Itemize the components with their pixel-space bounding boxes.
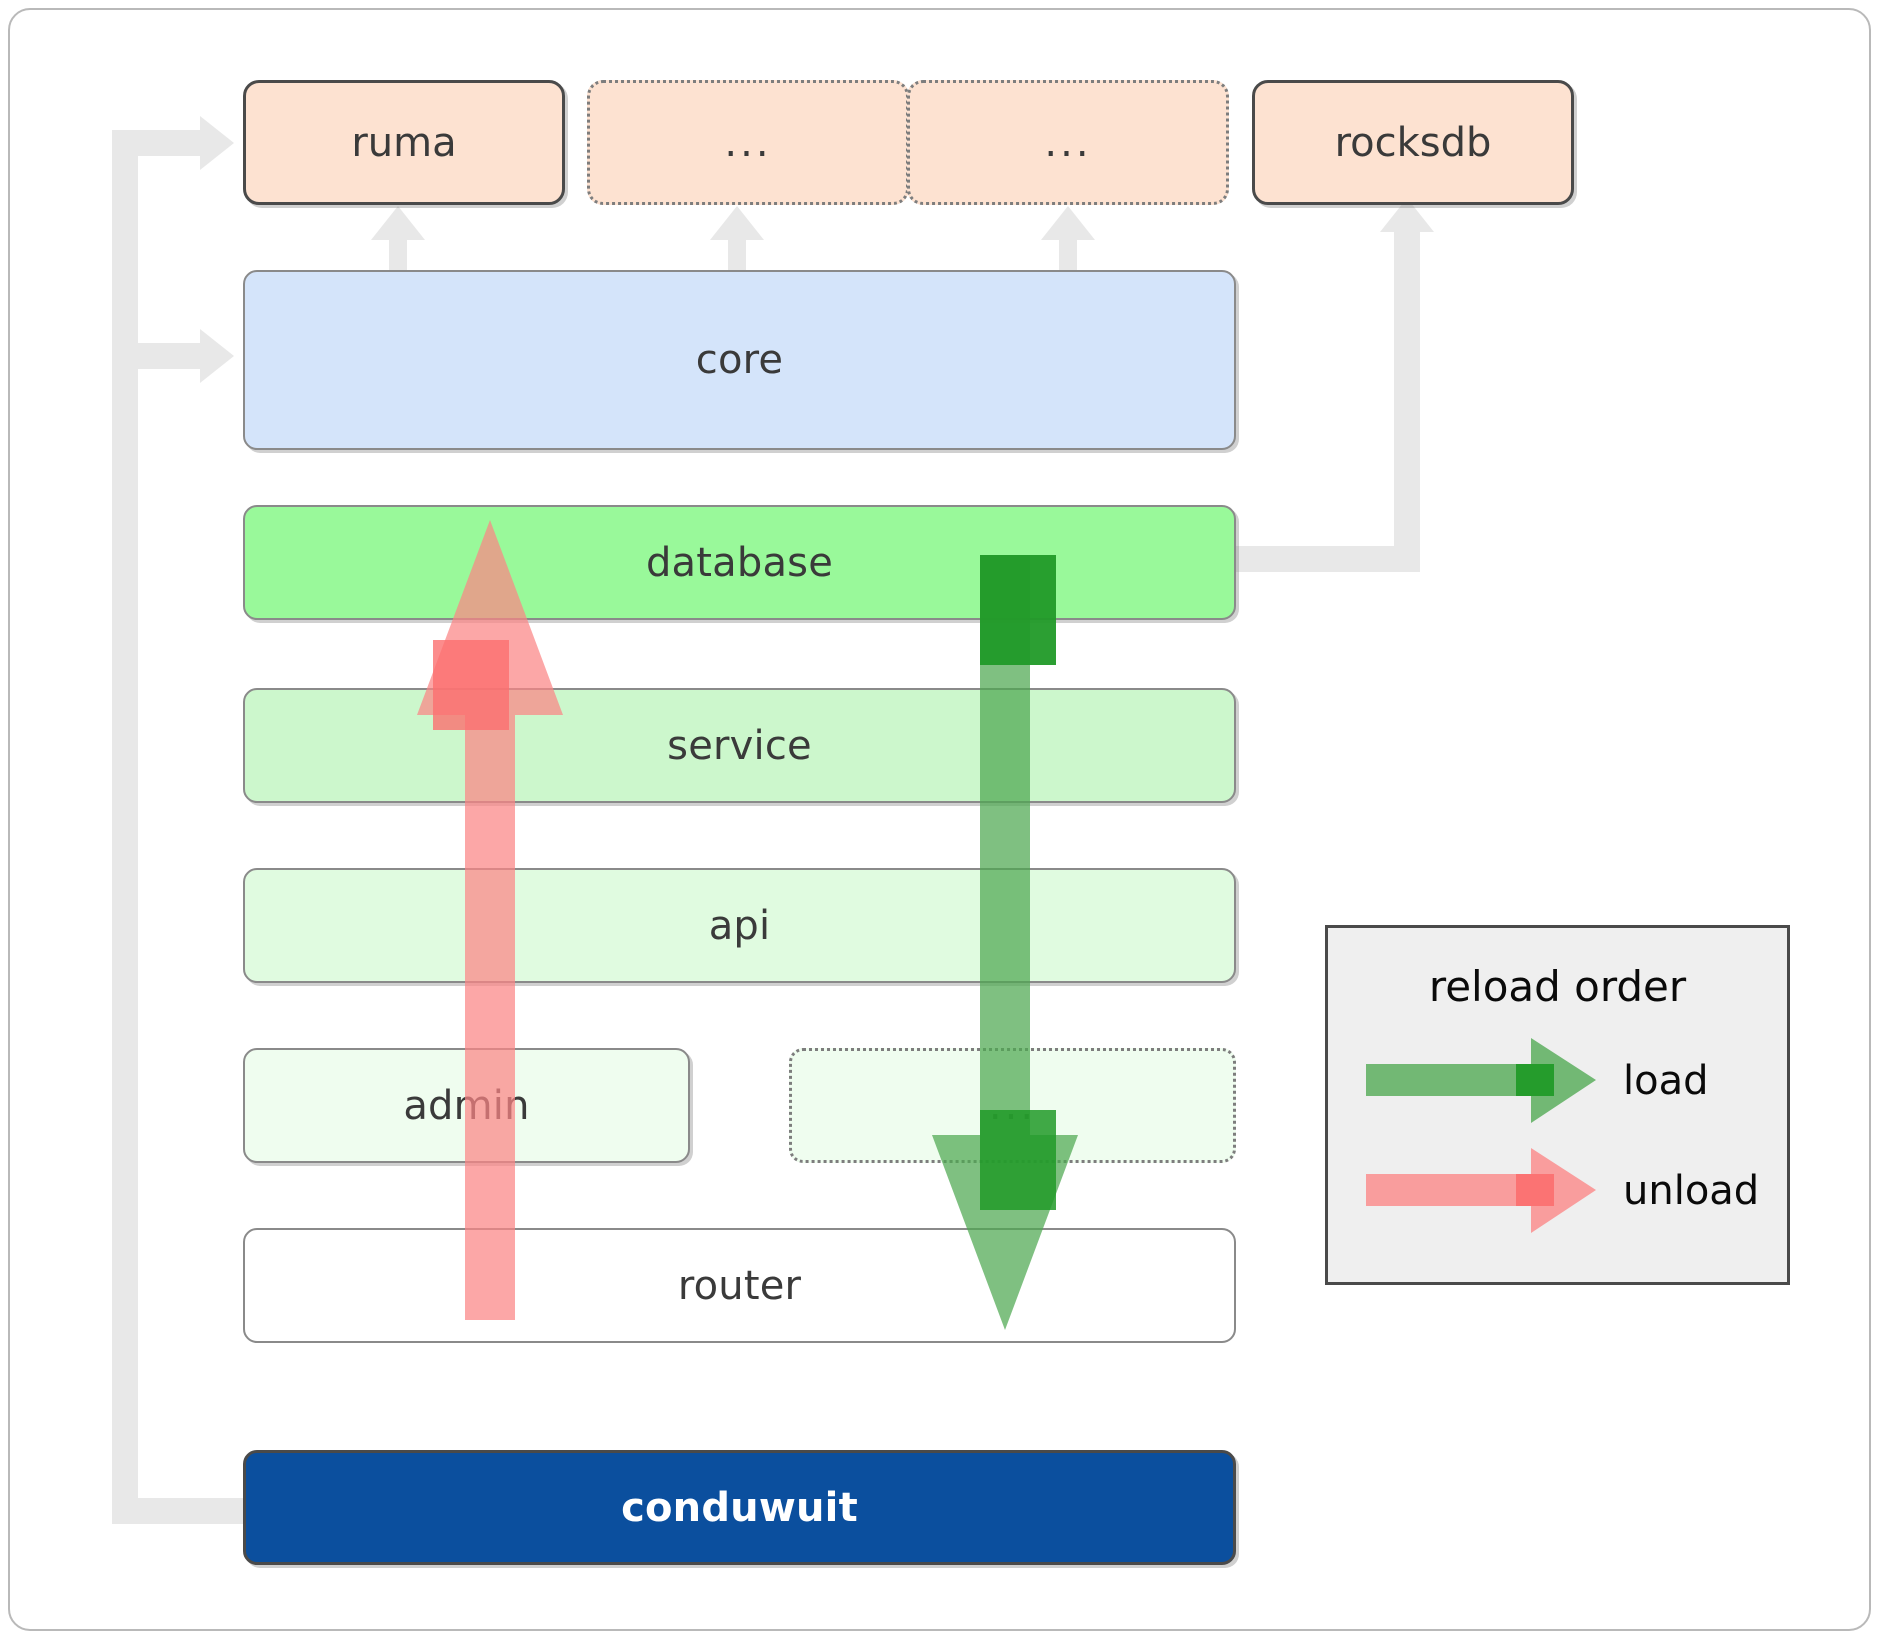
connector-core-to-ellipsis1-head bbox=[710, 206, 764, 240]
layer-label-database: database bbox=[645, 539, 834, 586]
connector-to-core-arrowhead bbox=[200, 329, 234, 383]
connector-core-to-ruma-shaft bbox=[389, 238, 407, 278]
connector-conduwuit-stem bbox=[112, 1498, 252, 1524]
unload-arrow-up bbox=[417, 520, 563, 1320]
connector-core-to-ellipsis2-shaft bbox=[1059, 238, 1077, 278]
dependency-box-ellipsis-1[interactable]: ... bbox=[587, 80, 909, 205]
connector-core-to-ellipsis2-head bbox=[1041, 206, 1095, 240]
load-arrow-down bbox=[932, 555, 1078, 1330]
legend-title: reload order bbox=[1428, 962, 1687, 1011]
dependency-label-ellipsis-2: ... bbox=[1044, 119, 1092, 166]
legend-label-unload: unload bbox=[1623, 1168, 1760, 1214]
legend-panel: reload order load unload bbox=[1325, 925, 1790, 1285]
connector-core-to-ellipsis1-shaft bbox=[728, 238, 746, 278]
binary-label-conduwuit: conduwuit bbox=[621, 1484, 858, 1531]
dependency-label-ellipsis-1: ... bbox=[724, 119, 772, 166]
dependency-box-rocksdb[interactable]: rocksdb bbox=[1252, 80, 1574, 205]
layer-label-core: core bbox=[695, 337, 784, 383]
layer-box-router[interactable]: router bbox=[243, 1228, 1236, 1343]
legend-swatch-load bbox=[1366, 1038, 1596, 1123]
layer-label-router: router bbox=[677, 1262, 802, 1309]
connector-database-to-rocksdb-vertical bbox=[1394, 230, 1420, 570]
connector-to-ruma-arrowhead bbox=[200, 116, 234, 170]
layer-box-core[interactable]: core bbox=[243, 270, 1236, 450]
dependency-box-ellipsis-2[interactable]: ... bbox=[907, 80, 1229, 205]
connector-left-trunk bbox=[112, 130, 138, 1510]
connector-to-ruma-stem bbox=[112, 130, 212, 156]
legend-label-load: load bbox=[1623, 1058, 1709, 1104]
dependency-label-rocksdb: rocksdb bbox=[1334, 119, 1492, 166]
layer-label-service: service bbox=[667, 722, 812, 769]
dependency-box-ruma[interactable]: ruma bbox=[243, 80, 565, 205]
layer-label-api: api bbox=[708, 902, 771, 949]
legend-swatch-unload bbox=[1366, 1148, 1596, 1233]
connector-core-to-ruma-head bbox=[371, 206, 425, 240]
connector-to-core-stem bbox=[112, 343, 212, 369]
connector-database-to-rocksdb-horizontal bbox=[1225, 546, 1420, 572]
layer-box-database[interactable]: database bbox=[243, 505, 1236, 620]
layer-box-api[interactable]: api bbox=[243, 868, 1236, 983]
dependency-label-ruma: ruma bbox=[351, 119, 457, 166]
binary-box-conduwuit[interactable]: conduwuit bbox=[243, 1450, 1236, 1565]
layer-box-service[interactable]: service bbox=[243, 688, 1236, 803]
